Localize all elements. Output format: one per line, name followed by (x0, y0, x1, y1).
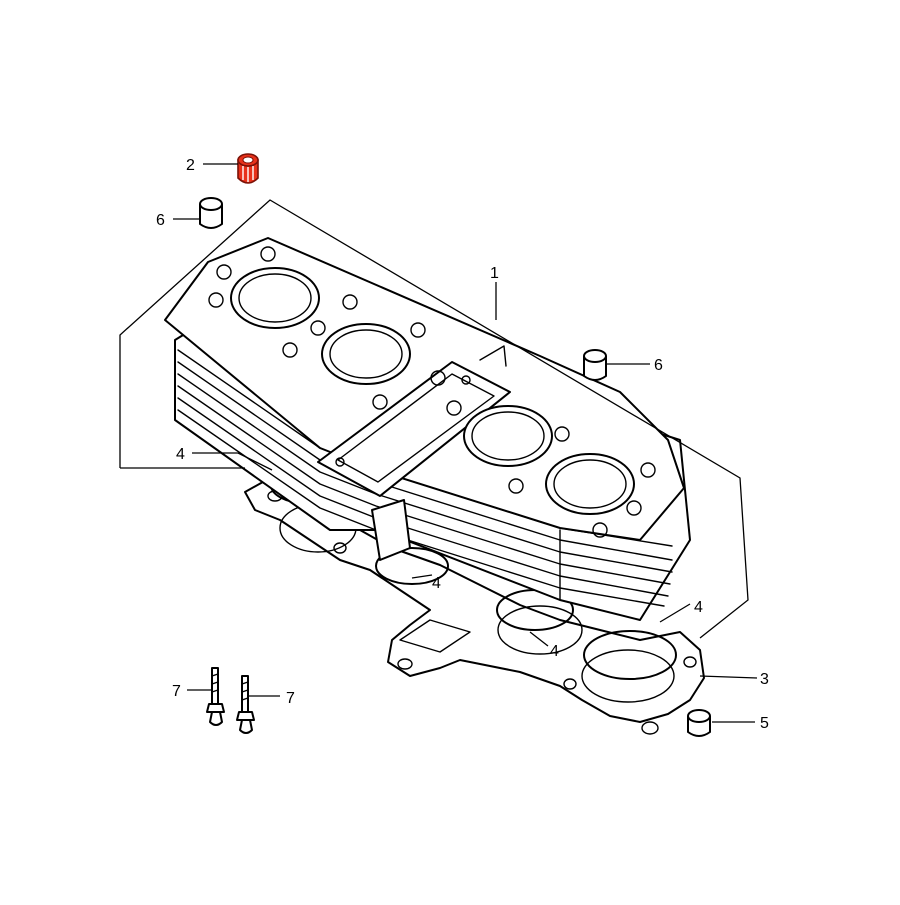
base-gasket (244, 477, 705, 735)
callout-7: 7 (286, 690, 295, 707)
callout-1: 1 (490, 265, 499, 282)
callout-5: 5 (760, 715, 769, 732)
callout-3: 3 (760, 671, 769, 688)
highlighted-part-2-icon (237, 153, 259, 184)
callout-6: 6 (654, 357, 663, 374)
dowel-pin-right (583, 349, 607, 381)
dowel-pin-bottom (687, 709, 711, 737)
bolt-right (236, 675, 255, 734)
callout-6: 6 (156, 212, 165, 229)
callout-4: 4 (176, 446, 185, 463)
assembly-frame-lines (119, 199, 749, 639)
callout-4: 4 (694, 599, 703, 616)
dowel-pin-left (199, 197, 223, 229)
cylinder-block (164, 237, 691, 621)
callout-7: 7 (172, 683, 181, 700)
callout-4: 4 (550, 643, 559, 660)
leader-lines (173, 163, 758, 723)
callout-4: 4 (432, 575, 441, 592)
callout-labels: 1 2 3 4 4 4 4 5 6 6 7 7 (156, 157, 769, 732)
bolt-left (206, 667, 225, 726)
callout-2: 2 (186, 157, 195, 174)
